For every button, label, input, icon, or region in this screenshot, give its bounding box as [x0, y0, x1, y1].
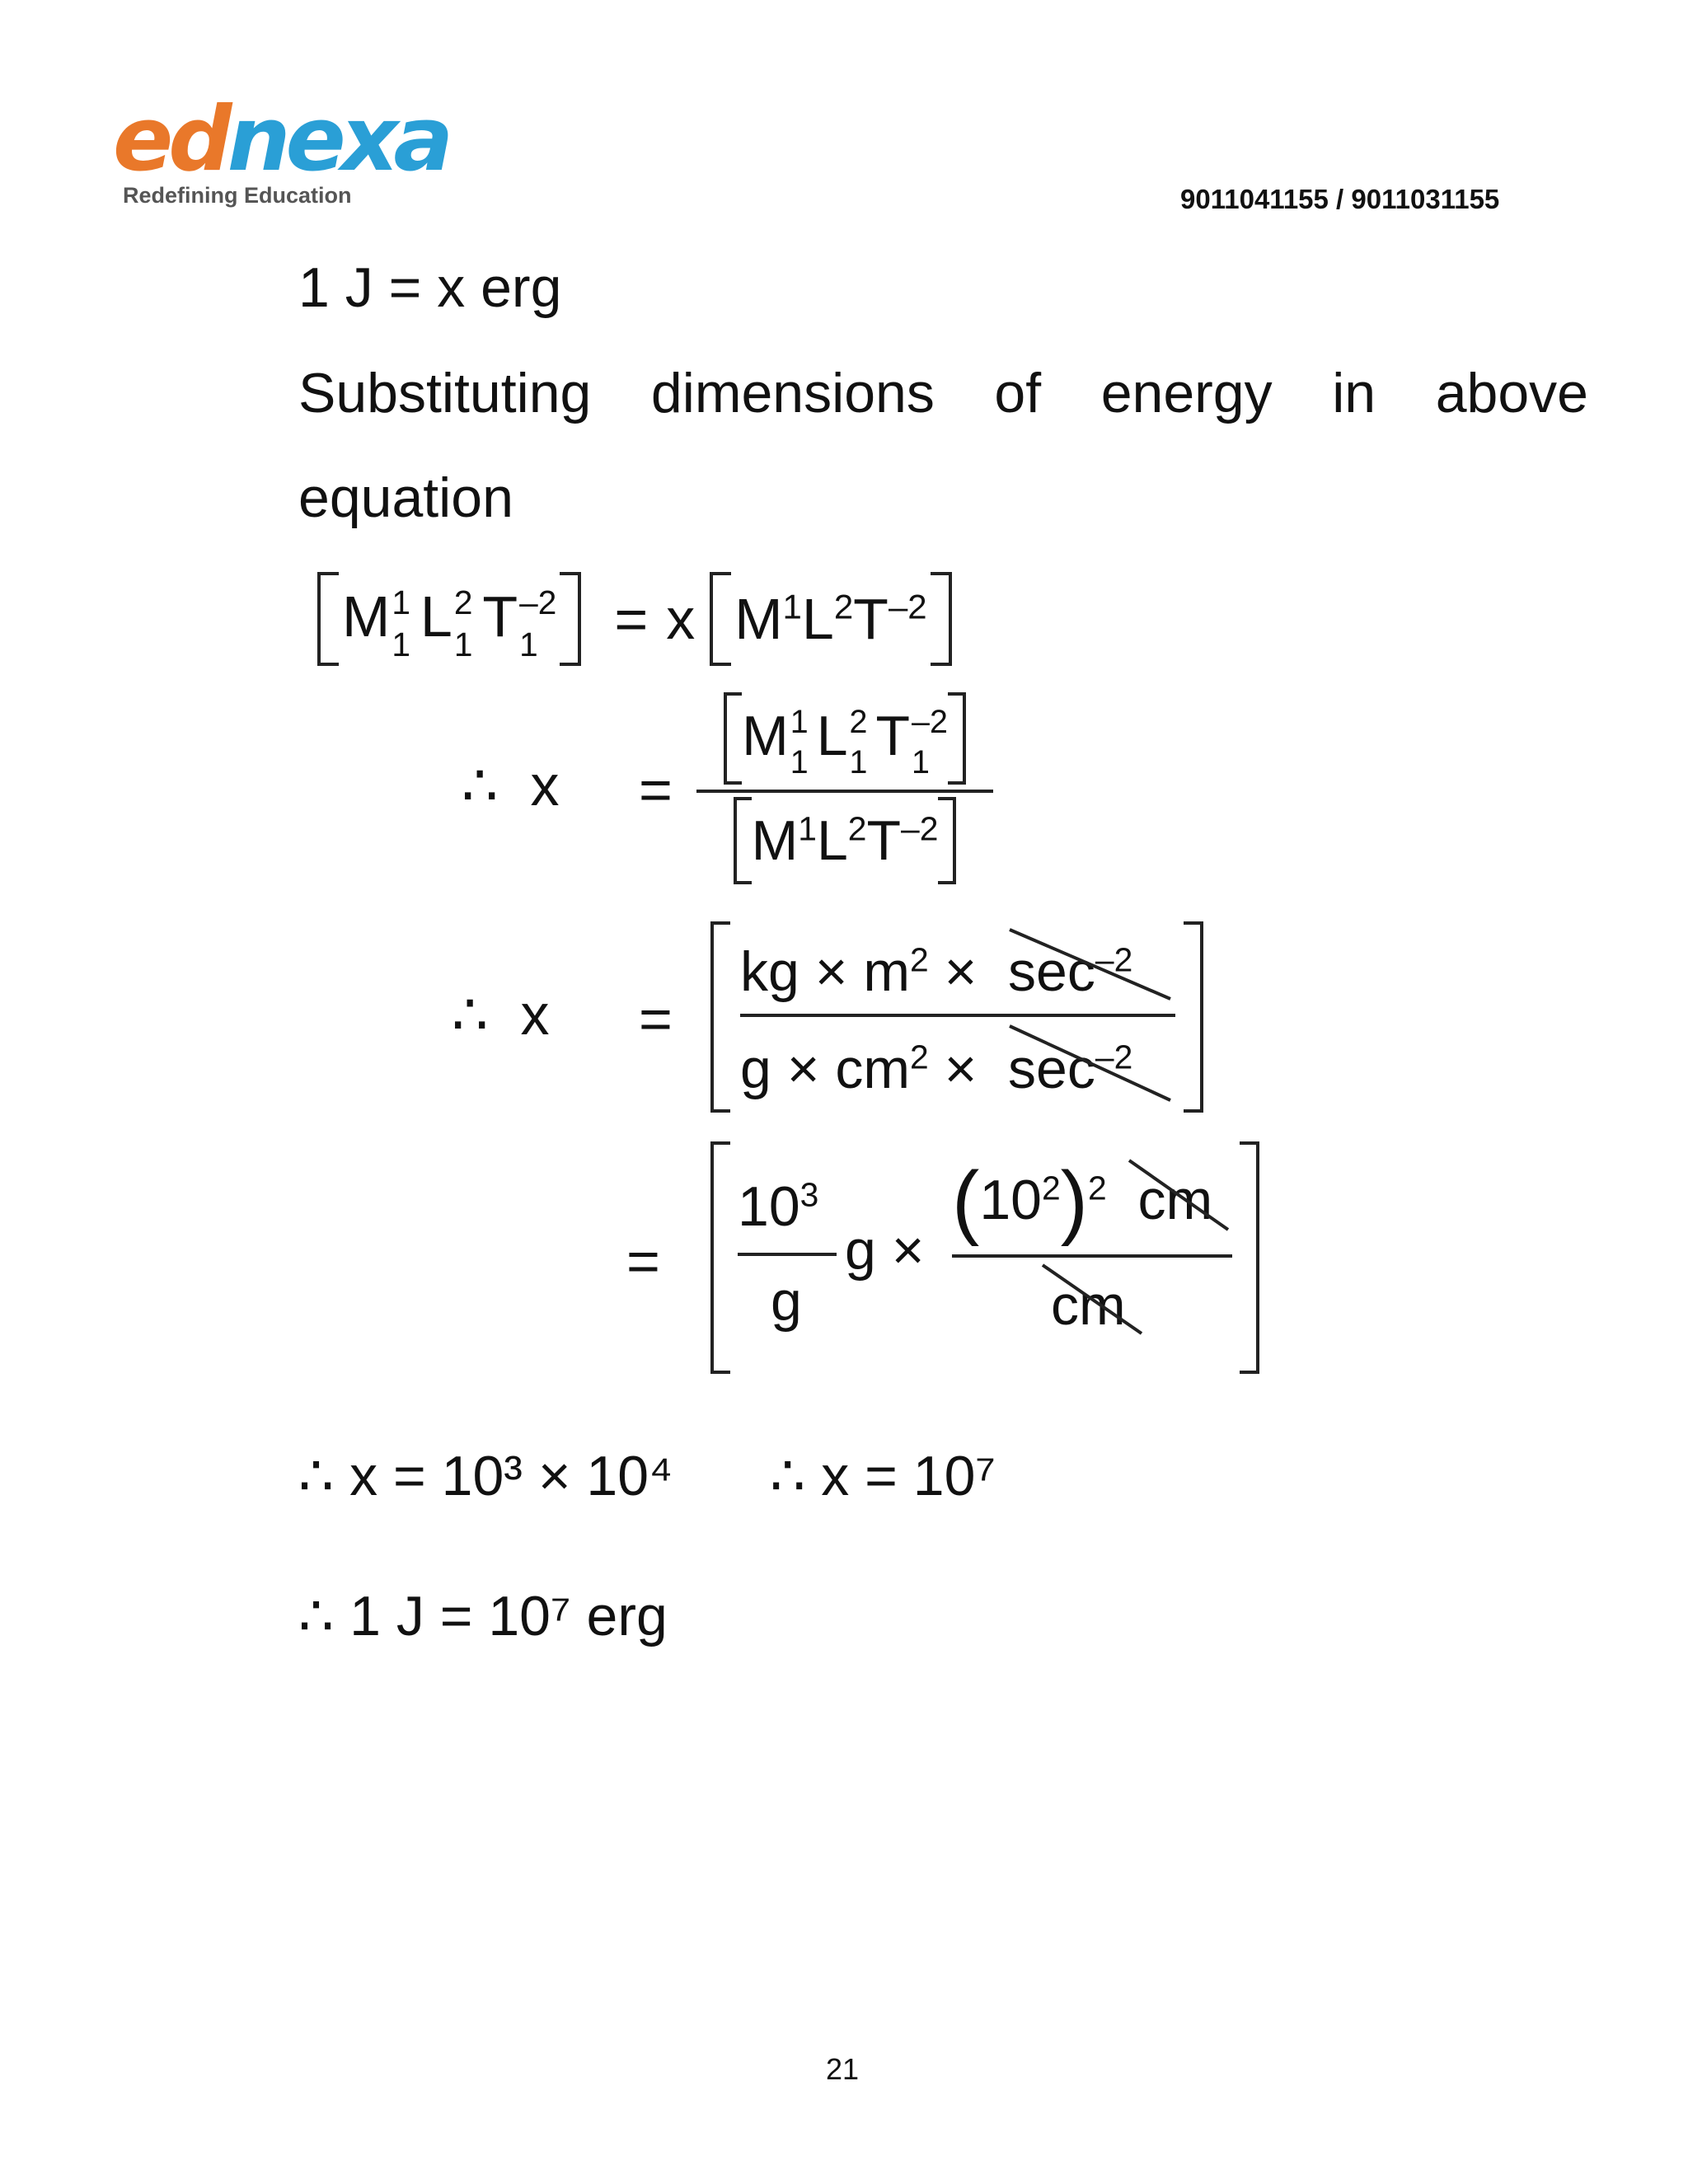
- bracket-right: [560, 572, 582, 666]
- g-multiplier: g ×: [845, 1219, 925, 1282]
- inner-fraction-bar: [952, 1254, 1232, 1258]
- units-numerator: kg × m2 × sec–2: [740, 940, 1133, 1003]
- therefore-x-3: ∴ x: [452, 982, 550, 1047]
- logo-tagline: Redefining Education: [123, 183, 352, 208]
- units-fraction-bar: [740, 1014, 1175, 1017]
- final-result: ∴ 1 J = 10⁷ erg: [298, 1585, 668, 1647]
- bracket-left: [317, 572, 339, 666]
- page-number: 21: [826, 2052, 860, 2086]
- paragraph-line-2: equation: [298, 466, 513, 529]
- header-phone: 9011041155 / 9011031155: [1180, 184, 1500, 214]
- units-bracket-right: [1184, 921, 1203, 1113]
- line-1: 1 J = x erg: [298, 256, 562, 319]
- cm-denominator: cm: [1051, 1274, 1126, 1337]
- equals-3: =: [639, 987, 673, 1051]
- step-bracket-left: [710, 1141, 730, 1374]
- paragraph-line-1: Substituting dimensions of energy in abo…: [298, 362, 1588, 424]
- g-denominator: g: [771, 1270, 802, 1333]
- equals-2: =: [639, 757, 673, 822]
- step-bracket-right: [1240, 1141, 1259, 1374]
- logo: ednexa Redefining Education: [111, 91, 453, 214]
- result-line-1: ∴ x = 10³ × 10⁴ ∴ x = 10⁷: [298, 1445, 996, 1507]
- inner-numerator: (102)2 cm: [952, 1155, 1213, 1247]
- units-denominator: g × cm2 × sec–2: [740, 1038, 1133, 1100]
- units-bracket-left: [710, 921, 730, 1113]
- therefore-x-2: ∴ x: [462, 753, 560, 818]
- logo-wordmark: ednexa: [113, 88, 453, 191]
- equals-4: =: [626, 1229, 660, 1293]
- small-fraction-bar: [738, 1253, 837, 1256]
- fraction-bar: [696, 790, 993, 793]
- pow-ten-3: 103: [738, 1175, 819, 1238]
